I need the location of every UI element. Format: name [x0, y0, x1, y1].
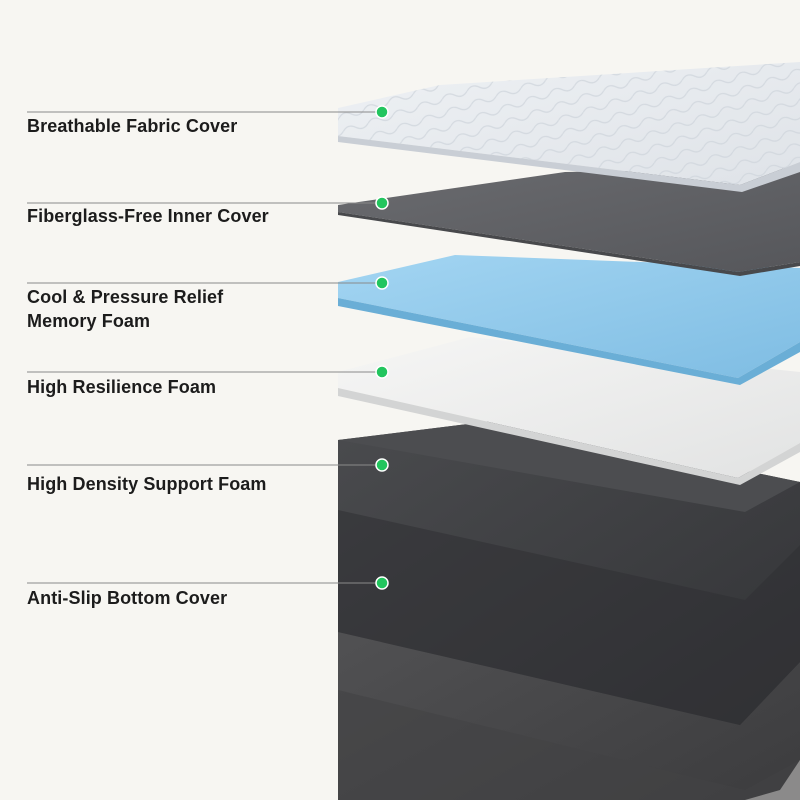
- label-line: High Density Support Foam: [27, 474, 267, 494]
- layer-inner-cover: [338, 168, 800, 276]
- label-high-density-support-foam: High Density Support Foam: [27, 472, 267, 496]
- label-line: Memory Foam: [27, 311, 151, 331]
- label-line: Anti-Slip Bottom Cover: [27, 588, 228, 608]
- label-line: High Resilience Foam: [27, 377, 217, 397]
- layer-memory-foam: [338, 255, 800, 385]
- label-breathable-fabric-cover: Breathable Fabric Cover: [27, 114, 237, 138]
- label-cool-pressure-relief-memory-foam: Cool & Pressure Relief Memory Foam: [27, 285, 223, 333]
- markers: [375, 105, 389, 590]
- layer-fabric-cover: [338, 62, 800, 192]
- label-line: Fiberglass-Free Inner Cover: [27, 206, 269, 226]
- layer-support-foam: [338, 420, 800, 725]
- marker-dot-support: [375, 458, 389, 472]
- marker-dot-bottom: [375, 576, 389, 590]
- label-high-resilience-foam: High Resilience Foam: [27, 375, 216, 399]
- label-anti-slip-bottom-cover: Anti-Slip Bottom Cover: [27, 586, 227, 610]
- leader-lines: [27, 111, 382, 584]
- label-fiberglass-free-inner-cover: Fiberglass-Free Inner Cover: [27, 204, 269, 228]
- label-line: Breathable Fabric Cover: [27, 116, 238, 136]
- label-line: Cool & Pressure Relief: [27, 287, 224, 307]
- marker-dot-inner: [375, 196, 389, 210]
- marker-dot-memory: [375, 276, 389, 290]
- marker-dot-fabric: [375, 105, 389, 119]
- marker-dot-resilience: [375, 365, 389, 379]
